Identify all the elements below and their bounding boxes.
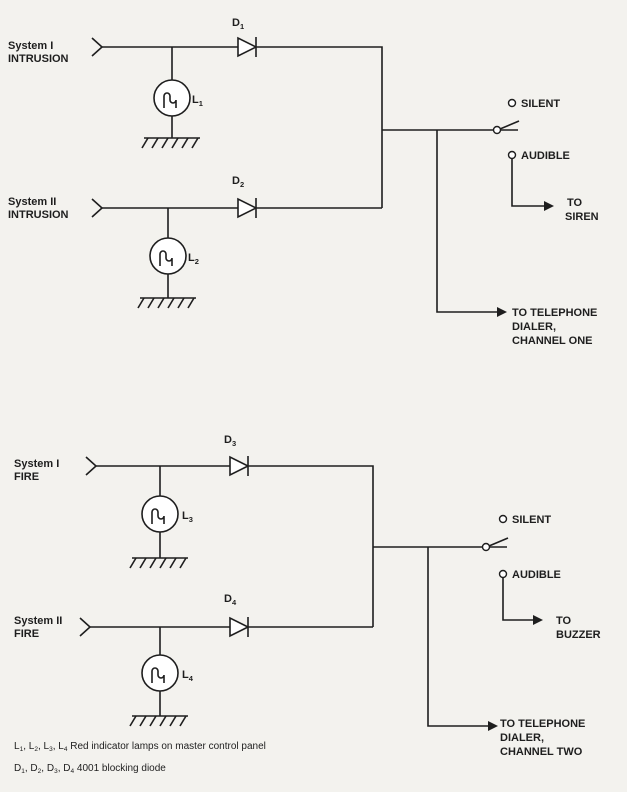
lamp-l4-label: L4	[182, 669, 194, 683]
dialer-wire	[436, 130, 497, 313]
legend-lamps: L1, L2, L3, L4 Red indicator lamps on ma…	[14, 741, 266, 753]
legend: L1, L2, L3, L4 Red indicator lamps on ma…	[14, 741, 266, 775]
lamp-icon	[141, 495, 179, 533]
diode-d4: D4	[224, 593, 250, 638]
dialer-two-line3: CHANNEL TWO	[500, 746, 583, 758]
arrow-icon	[533, 615, 543, 625]
fire-input-2-line1: System II	[14, 615, 62, 627]
legend-diodes: D1, D2, D3, D4 4001 blocking diode	[14, 763, 166, 775]
intrusion-input-2-line2: INTRUSION	[8, 209, 69, 221]
input-connector-icon	[91, 198, 104, 218]
fire-switch: SILENT AUDIBLE	[481, 514, 561, 625]
fire-input-1: System I FIRE	[14, 456, 230, 483]
lamp-l1: L1	[141, 47, 203, 149]
switch-contact-icon	[498, 514, 508, 524]
intrusion-input-1-line2: INTRUSION	[8, 53, 69, 65]
wire	[248, 465, 374, 627]
siren-label-line2: SIREN	[565, 211, 599, 223]
diode-icon	[237, 197, 258, 219]
ground-icon	[129, 557, 188, 569]
audible-label: AUDIBLE	[521, 150, 570, 162]
dialer-two-line1: TO TELEPHONE	[500, 718, 585, 730]
intrusion-input-2-line1: System II	[8, 196, 56, 208]
silent-label: SILENT	[512, 514, 551, 526]
lamp-l4: L4	[129, 627, 194, 727]
lamp-filament-icon	[151, 667, 165, 683]
intrusion-input-1: System I INTRUSION	[8, 37, 238, 65]
lamp-icon	[153, 79, 191, 117]
switch-blade	[488, 537, 509, 547]
lamp-l2-label: L2	[188, 252, 199, 266]
lamp-filament-icon	[159, 250, 173, 266]
ground-icon	[137, 297, 196, 309]
buzzer-label-line1: TO	[556, 615, 572, 627]
dialer-wire	[427, 547, 488, 727]
intrusion-input-2: System II INTRUSION	[8, 196, 238, 221]
switch-contact-icon	[498, 569, 508, 579]
diode-icon	[229, 455, 250, 477]
diode-d3: D3	[224, 434, 250, 477]
switch-blade	[499, 120, 520, 130]
diode-icon	[237, 36, 258, 58]
siren-label-line1: TO	[567, 197, 583, 209]
switch-contact-icon	[507, 98, 517, 108]
intrusion-circuit: System I INTRUSION D1	[8, 17, 599, 347]
ground-icon	[141, 137, 200, 149]
ground-icon	[129, 715, 188, 727]
lamp-icon	[149, 237, 187, 275]
lamp-l2: L2	[137, 208, 199, 309]
intrusion-input-1-line1: System I	[8, 40, 53, 52]
input-connector-icon	[91, 37, 104, 57]
switch-pivot-icon	[492, 125, 502, 135]
diode-d2-label: D2	[232, 175, 244, 189]
fire-input-2-line2: FIRE	[14, 628, 39, 640]
switch-contact-icon	[507, 150, 517, 160]
dialer-one-line2: DIALER,	[512, 321, 556, 333]
arrow-icon	[488, 721, 498, 731]
diode-d2: D2	[232, 175, 258, 219]
diode-d4-label: D4	[224, 593, 237, 607]
lamp-l3: L3	[129, 466, 193, 569]
lamp-l1-label: L1	[192, 94, 203, 108]
wire	[256, 46, 383, 208]
buzzer-label-line2: BUZZER	[556, 629, 601, 641]
arrow-icon	[544, 201, 554, 211]
diode-icon	[229, 616, 250, 638]
diode-d3-label: D3	[224, 434, 236, 448]
audible-label: AUDIBLE	[512, 569, 561, 581]
dialer-two-line2: DIALER,	[500, 732, 544, 744]
fire-input-1-line1: System I	[14, 458, 59, 470]
arrow-icon	[497, 307, 507, 317]
input-connector-icon	[79, 617, 92, 637]
lamp-l3-label: L3	[182, 510, 193, 524]
fire-input-2: System II FIRE	[14, 615, 230, 640]
silent-label: SILENT	[521, 98, 560, 110]
fire-input-1-line2: FIRE	[14, 471, 39, 483]
diode-d1: D1	[232, 17, 258, 58]
siren-wire	[511, 159, 544, 207]
dialer-one-line1: TO TELEPHONE	[512, 307, 597, 319]
lamp-icon	[141, 654, 179, 692]
switch-pivot-icon	[481, 542, 491, 552]
buzzer-wire	[502, 578, 533, 621]
fire-circuit: System I FIRE D3	[14, 434, 601, 758]
lamp-filament-icon	[163, 92, 177, 108]
lamp-filament-icon	[151, 508, 165, 524]
diode-d1-label: D1	[232, 17, 244, 31]
dialer-one-line3: CHANNEL ONE	[512, 335, 592, 347]
intrusion-switch: SILENT AUDIBLE	[492, 98, 570, 211]
input-connector-icon	[85, 456, 98, 476]
